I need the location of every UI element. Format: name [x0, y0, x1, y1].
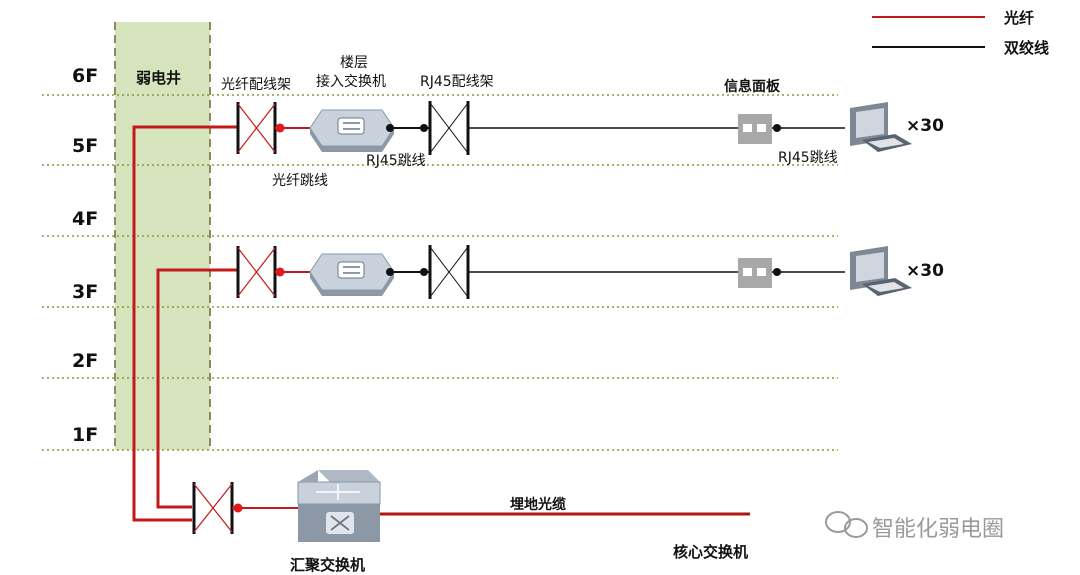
fiber-port-dot-3f: [275, 267, 285, 277]
fiber-patch-panel-label: 光纤配线架: [221, 77, 291, 93]
watermark-text: 智能化弱电圈: [872, 517, 1005, 542]
info-panel-label: 信息面板: [724, 79, 780, 95]
computer-3f-icon: [850, 246, 912, 296]
floor-label-4f: 4F: [72, 208, 99, 230]
core-switch-label: 核心交换机: [673, 543, 749, 561]
switch-port-dot-3f: [386, 268, 394, 276]
floor-switch-label-line2: 接入交换机: [316, 74, 386, 90]
access-switch-3f-icon: [309, 253, 395, 296]
info-panel-5f-icon: [738, 114, 772, 144]
aggregation-switch-icon: [297, 470, 381, 542]
terminal-count-5f: ×30: [906, 116, 944, 136]
rj45-jumper-switch-label: RJ45跳线: [366, 153, 426, 169]
terminal-count-3f: ×30: [906, 261, 944, 281]
rj45-patch-panel-3f: [428, 245, 470, 299]
fiber-port-dot-5f: [275, 123, 285, 133]
rj45-jumper-terminal-label: RJ45跳线: [778, 150, 838, 166]
rj45-patch-panel-label: RJ45配线架: [420, 74, 494, 90]
floor-label-1f: 1F: [72, 424, 99, 446]
fiber-patch-panel-5f: [236, 102, 277, 154]
fiber-riser-3f: [156, 268, 238, 509]
switch-port-dot-5f: [386, 124, 394, 132]
floor-label-2f: 2F: [72, 350, 99, 372]
fiber-jumper-label: 光纤跳线: [272, 173, 328, 189]
fiber-riser-5f: [132, 125, 238, 522]
floor-label-5f: 5F: [72, 135, 99, 157]
watermark-icon: [825, 511, 868, 538]
floor-switch-label-line1: 楼层: [340, 55, 368, 71]
floor-label-6f: 6F: [72, 65, 99, 87]
shaft-label: 弱电井: [136, 69, 182, 87]
panel-port-dot-5f: [773, 124, 781, 132]
aggregation-switch-label: 汇聚交换机: [290, 556, 366, 574]
legend-twisted-pair-label: 双绞线: [1004, 39, 1050, 57]
rj45-patch-panel-5f: [428, 101, 470, 155]
access-switch-5f-icon: [309, 109, 395, 152]
panel-port-dot-3f: [773, 268, 781, 276]
floor-label-3f: 3F: [72, 281, 99, 303]
legend-fiber-label: 光纤: [1004, 9, 1035, 27]
rj45-panel-dot-3f: [420, 268, 428, 276]
fiber-port-dot-aggregation: [233, 503, 243, 513]
buried-cable-label: 埋地光缆: [510, 497, 566, 513]
computer-5f-icon: [850, 102, 912, 152]
fiber-patch-panel-3f: [236, 246, 277, 298]
fiber-patch-panel-aggregation: [192, 482, 234, 534]
rj45-panel-dot-5f: [420, 124, 428, 132]
info-panel-3f-icon: [738, 258, 772, 288]
